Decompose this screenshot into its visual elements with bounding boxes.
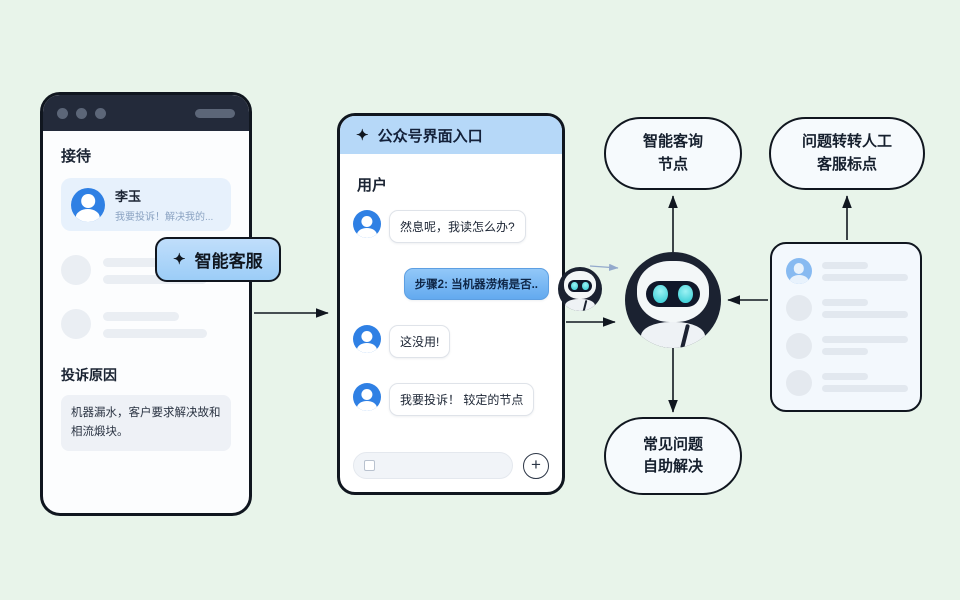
plus-icon: +	[531, 455, 541, 474]
robot-icon-large	[625, 252, 721, 348]
placeholder-bar	[822, 385, 908, 393]
chat-input-bar: +	[353, 452, 549, 479]
placeholder-bar	[103, 329, 207, 338]
flow-node-faq: 常见问题 自助解决	[604, 417, 742, 495]
placeholder-row	[61, 309, 231, 339]
flow-node-label: 客服标点	[816, 155, 877, 173]
sparkle-icon: ✦	[356, 126, 369, 144]
connector-smallrobot-to-robot	[589, 263, 619, 271]
placeholder-row	[61, 255, 231, 285]
user-label: 用户	[357, 177, 388, 194]
placeholder-avatar	[786, 332, 812, 359]
flow-node-label: 自助解决	[642, 458, 703, 475]
placeholder-bar	[822, 273, 908, 281]
robot-icon-small	[558, 267, 602, 311]
flow-node-smart-inquiry: 智能客询 节点	[604, 117, 742, 190]
window-dot	[76, 107, 87, 119]
reference-card	[770, 242, 922, 412]
user-avatar	[353, 383, 381, 411]
chat-panel: ✦ 公众号界面入口 用户 然息呢，我读怎么办? 步骤2: 当机器涝烠是否..	[337, 113, 565, 495]
flow-node-label: 智能客询	[642, 133, 703, 150]
placeholder-bar	[822, 336, 908, 344]
contact-message-preview: 我要投诉！解决我的...	[115, 212, 214, 223]
placeholder-bar	[822, 348, 868, 356]
user-avatar	[353, 325, 381, 353]
add-button[interactable]: +	[523, 452, 549, 479]
sparkle-icon: ✦	[173, 251, 186, 268]
window-dot	[57, 107, 68, 119]
smart-service-badge[interactable]: ✦ 智能客服	[155, 237, 281, 282]
chat-message: 然息呢，我读怎么办?	[353, 210, 549, 243]
person-icon	[356, 227, 378, 238]
list-item	[786, 332, 908, 359]
person-icon	[356, 400, 378, 411]
phone-titlebar	[43, 95, 249, 131]
complaint-reason-box: 机器漏水，客户要求解决故和相流煅块。	[61, 395, 231, 451]
user-avatar	[353, 210, 381, 238]
placeholder-bar	[103, 258, 179, 267]
placeholder-bar	[103, 275, 207, 284]
contact-name: 李玉	[115, 189, 142, 204]
person-icon	[361, 388, 373, 400]
complaint-title: 投诉原因	[61, 367, 117, 383]
chat-panel-body: 用户 然息呢，我读怎么办? 步骤2: 当机器涝烠是否.. 这没用!	[340, 154, 562, 492]
chat-message: 这没用!	[353, 325, 549, 358]
person-icon	[793, 263, 805, 274]
placeholder-avatar	[786, 369, 812, 396]
placeholder-avatar	[61, 309, 91, 339]
window-dot	[95, 107, 106, 119]
person-icon	[361, 330, 373, 342]
attachment-square-icon	[364, 460, 375, 471]
reception-title: 接待	[61, 148, 92, 165]
person-icon	[75, 209, 101, 222]
message-bubble: 然息呢，我读怎么办?	[389, 210, 526, 243]
chat-panel-title: 公众号界面入口	[377, 127, 483, 145]
placeholder-bar	[103, 312, 179, 321]
placeholder-avatar	[61, 255, 91, 285]
placeholder-bar	[822, 298, 868, 306]
message-bubble: 我要投诉！ 较定的节点	[389, 383, 535, 416]
chat-message: 步骤2: 当机器涝烠是否..	[353, 268, 549, 300]
list-item	[786, 258, 908, 284]
flow-node-label: 问题转转人工	[801, 133, 892, 150]
flow-node-human-transfer: 问题转转人工 客服标点	[769, 117, 925, 190]
flow-node-label: 节点	[657, 155, 688, 173]
placeholder-avatar	[786, 295, 812, 322]
badge-label: 智能客服	[194, 252, 263, 271]
phone-window: 接待 李玉 我要投诉！解决我的...	[40, 92, 252, 516]
message-bubble: 这没用!	[389, 325, 451, 358]
person-icon	[356, 342, 378, 353]
placeholder-bar	[822, 261, 868, 269]
placeholder-bar	[822, 373, 868, 381]
chat-message: 我要投诉！ 较定的节点	[353, 383, 549, 416]
window-handle-pill	[195, 108, 235, 118]
contact-list-item[interactable]: 李玉 我要投诉！解决我的...	[61, 178, 231, 231]
list-item	[786, 369, 908, 396]
person-icon	[81, 194, 95, 208]
bot-message-bubble: 步骤2: 当机器涝烠是否..	[403, 268, 549, 300]
placeholder-bar	[822, 310, 908, 318]
list-item	[786, 295, 908, 322]
chat-panel-header: ✦ 公众号界面入口	[340, 116, 562, 154]
flow-node-label: 常见问题	[642, 435, 703, 453]
contact-avatar	[71, 187, 105, 222]
person-icon	[361, 215, 373, 227]
phone-content: 接待 李玉 我要投诉！解决我的...	[43, 131, 249, 513]
message-input[interactable]	[353, 452, 513, 479]
person-icon	[789, 274, 809, 284]
person-avatar	[786, 258, 812, 284]
